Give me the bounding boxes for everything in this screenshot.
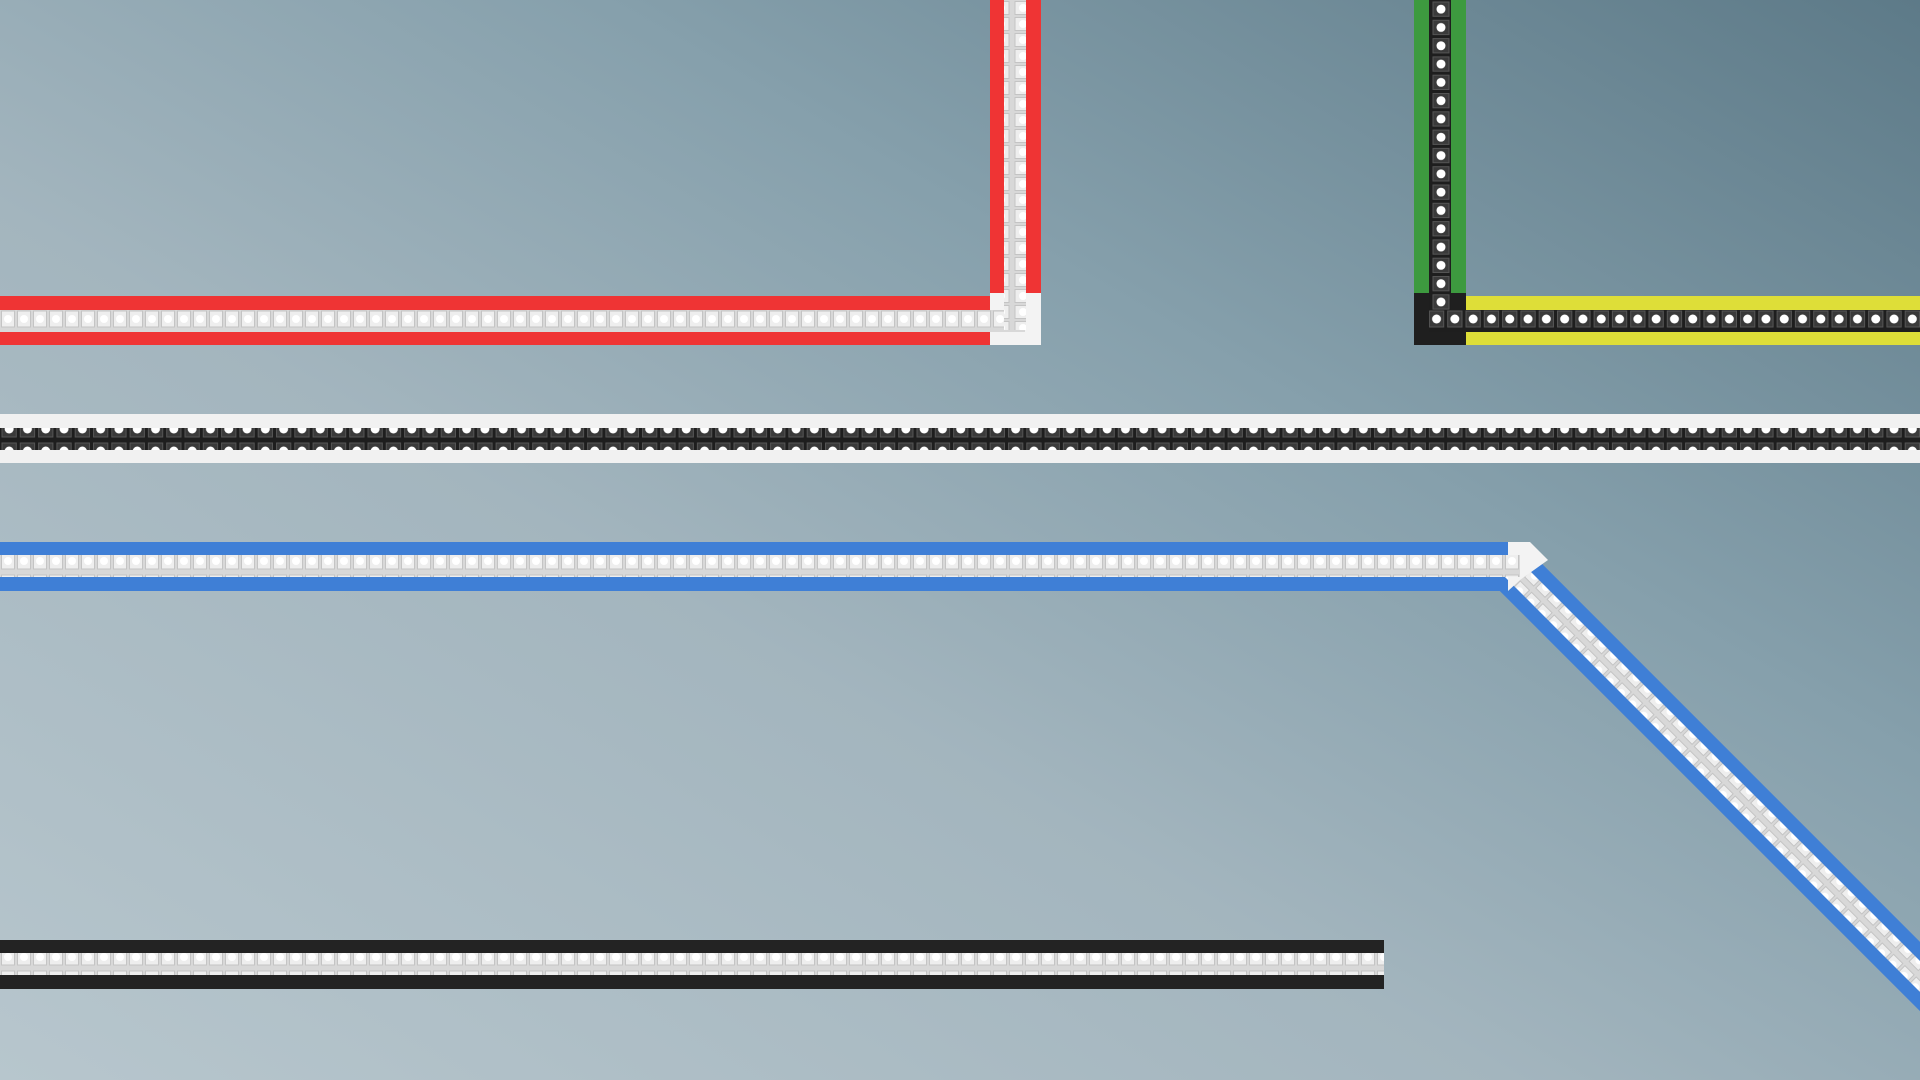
blue-horizontal-led-line <box>0 555 1520 577</box>
blue-angled-strip <box>0 542 1920 1080</box>
black-strip <box>0 940 1384 989</box>
green-yellow-corner-strip <box>1414 0 1920 345</box>
blue-diagonal-led-line <box>1502 558 1920 1080</box>
yellow-horizontal-led-line <box>1429 310 1920 332</box>
red-horizontal-led-line <box>0 310 1025 332</box>
blue-angle-connector <box>1508 542 1548 591</box>
green-vertical-led-line <box>1429 0 1451 330</box>
red-corner-strip <box>0 0 1041 345</box>
white-led-line <box>0 428 1920 450</box>
black-led-line <box>0 953 1384 975</box>
white-strip <box>0 414 1920 463</box>
red-vertical-led-line <box>1004 0 1026 330</box>
